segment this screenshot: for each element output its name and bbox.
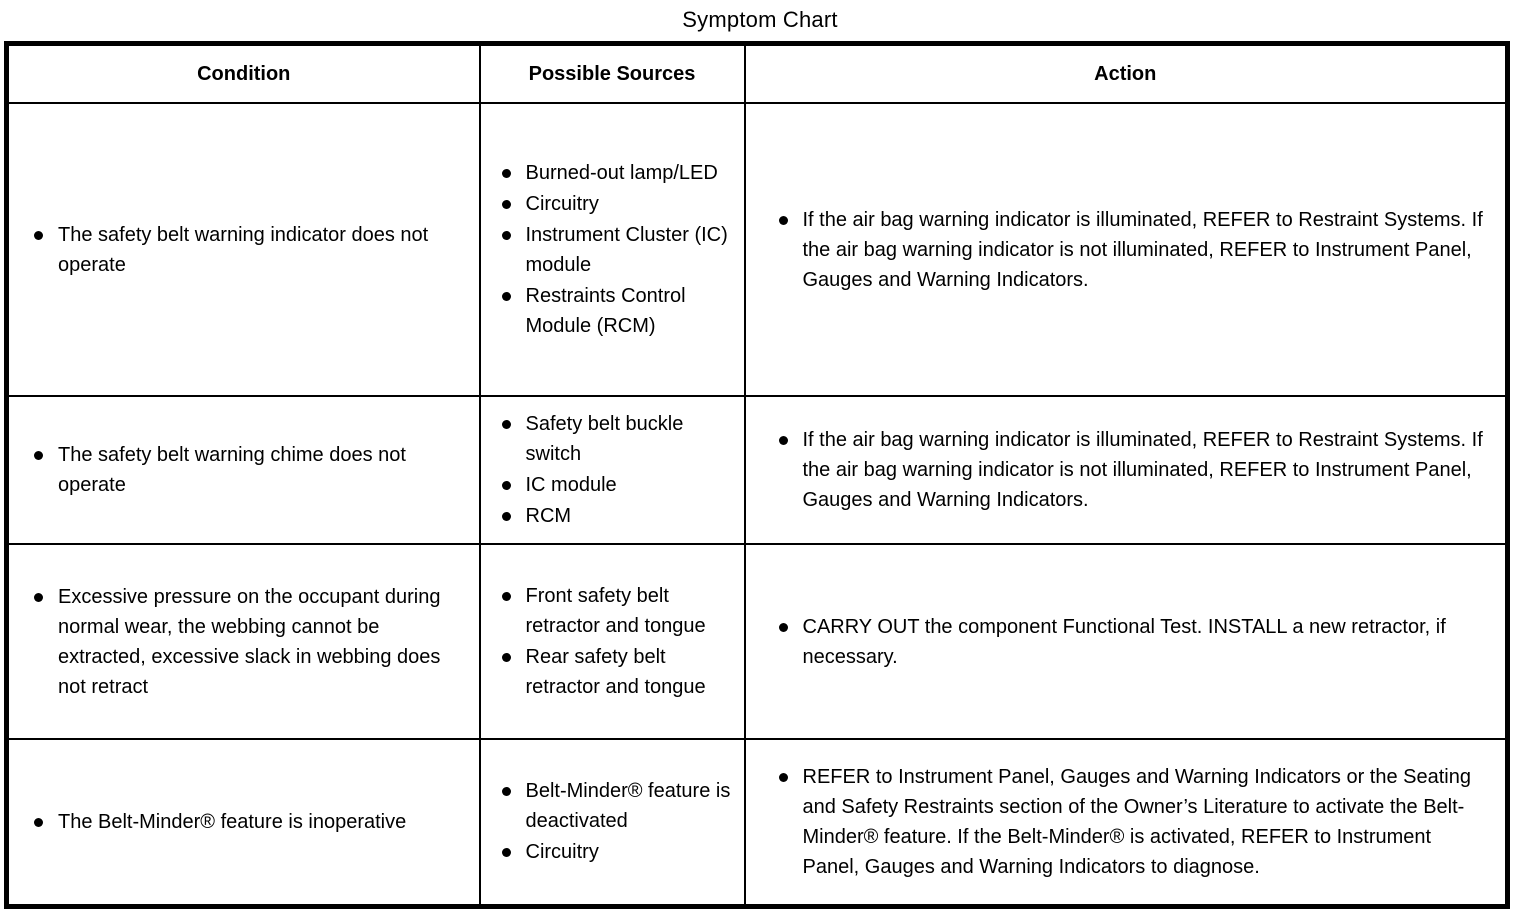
- possible-sources-cell: Safety belt buckle switch IC module RCM: [478, 395, 746, 545]
- action-list: CARRY OUT the component Functional Test.…: [772, 612, 1490, 672]
- list-item: Excessive pressure on the occupant durin…: [27, 582, 465, 702]
- action-cell: If the air bag warning indicator is illu…: [743, 102, 1509, 397]
- sources-list: Safety belt buckle switch IC module RCM: [495, 409, 738, 531]
- list-item: Belt-Minder® feature is deactivated: [495, 776, 738, 836]
- possible-sources-cell: Belt-Minder® feature is deactivated Circ…: [478, 738, 746, 907]
- list-item: IC module: [495, 470, 738, 500]
- column-header-action: Action: [743, 42, 1509, 104]
- condition-list: The safety belt warning chime does not o…: [27, 440, 465, 500]
- table-row: The safety belt warning indicator does n…: [5, 102, 1509, 397]
- list-item: Front safety belt retractor and tongue: [495, 581, 738, 641]
- page-title: Symptom Chart: [682, 7, 838, 32]
- list-item: CARRY OUT the component Functional Test.…: [772, 612, 1490, 672]
- list-item: Circuitry: [495, 189, 738, 219]
- table-row: The safety belt warning chime does not o…: [5, 395, 1509, 545]
- action-cell: CARRY OUT the component Functional Test.…: [743, 543, 1509, 740]
- sources-list: Burned-out lamp/LED Circuitry Instrument…: [495, 158, 738, 341]
- condition-list: Excessive pressure on the occupant durin…: [27, 582, 465, 702]
- list-item: Burned-out lamp/LED: [495, 158, 738, 188]
- action-list: REFER to Instrument Panel, Gauges and Wa…: [772, 762, 1490, 882]
- possible-sources-cell: Burned-out lamp/LED Circuitry Instrument…: [478, 102, 746, 397]
- table-header-row: Condition Possible Sources Action: [5, 42, 1509, 104]
- list-item: If the air bag warning indicator is illu…: [772, 425, 1490, 515]
- list-item: The safety belt warning indicator does n…: [27, 220, 465, 280]
- list-item: The Belt-Minder® feature is inoperative: [27, 807, 465, 837]
- condition-list: The Belt-Minder® feature is inoperative: [27, 807, 465, 837]
- list-item: REFER to Instrument Panel, Gauges and Wa…: [772, 762, 1490, 882]
- list-item: Restraints Control Module (RCM): [495, 281, 738, 341]
- list-item: Instrument Cluster (IC) module: [495, 220, 738, 280]
- symptom-chart-table: Condition Possible Sources Action The sa…: [4, 41, 1510, 909]
- column-header-condition: Condition: [5, 42, 481, 104]
- table-body: The safety belt warning indicator does n…: [5, 102, 1509, 907]
- list-item: RCM: [495, 501, 738, 531]
- list-item: Circuitry: [495, 837, 738, 867]
- action-cell: REFER to Instrument Panel, Gauges and Wa…: [743, 738, 1509, 907]
- action-cell: If the air bag warning indicator is illu…: [743, 395, 1509, 545]
- list-item: Rear safety belt retractor and tongue: [495, 642, 738, 702]
- list-item: If the air bag warning indicator is illu…: [772, 205, 1490, 295]
- list-item: The safety belt warning chime does not o…: [27, 440, 465, 500]
- possible-sources-cell: Front safety belt retractor and tongue R…: [478, 543, 746, 740]
- sources-list: Front safety belt retractor and tongue R…: [495, 581, 738, 702]
- table-row: The Belt-Minder® feature is inoperative …: [5, 738, 1509, 907]
- condition-cell: The Belt-Minder® feature is inoperative: [5, 738, 481, 907]
- list-item: Safety belt buckle switch: [495, 409, 738, 469]
- table-row: Excessive pressure on the occupant durin…: [5, 543, 1509, 740]
- action-list: If the air bag warning indicator is illu…: [772, 205, 1490, 295]
- table-header: Condition Possible Sources Action: [5, 42, 1509, 104]
- condition-cell: The safety belt warning chime does not o…: [5, 395, 481, 545]
- condition-cell: The safety belt warning indicator does n…: [5, 102, 481, 397]
- column-header-possible-sources: Possible Sources: [478, 42, 746, 104]
- condition-list: The safety belt warning indicator does n…: [27, 220, 465, 280]
- condition-cell: Excessive pressure on the occupant durin…: [5, 543, 481, 740]
- sources-list: Belt-Minder® feature is deactivated Circ…: [495, 776, 738, 867]
- action-list: If the air bag warning indicator is illu…: [772, 425, 1490, 515]
